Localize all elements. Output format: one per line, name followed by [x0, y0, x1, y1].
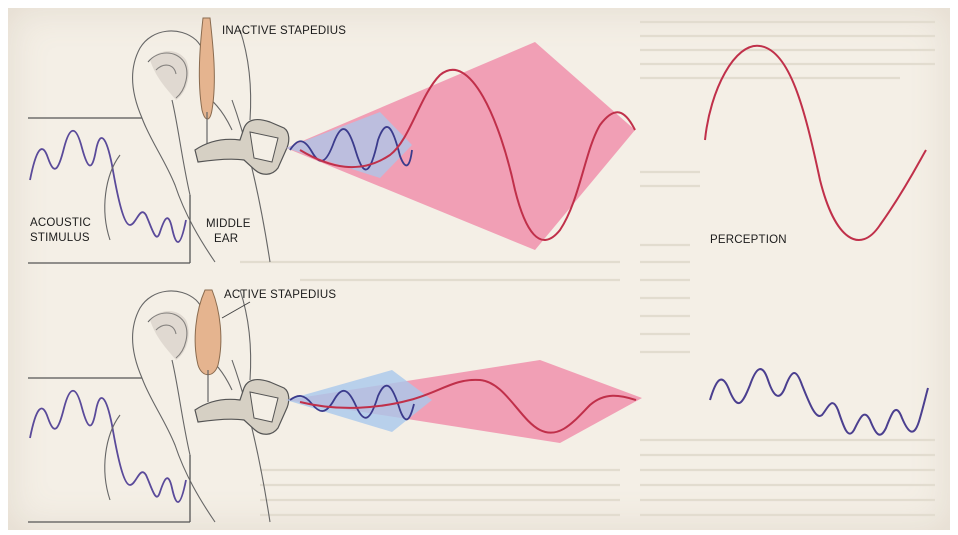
- label-inactive-stapedius: INACTIVE STAPEDIUS: [222, 25, 347, 37]
- ear-illustration-bottom: [104, 289, 271, 523]
- top-stimulus-wave: [29, 129, 187, 243]
- top-perception-wave: [704, 44, 927, 241]
- stapes-bone-top: [194, 118, 290, 175]
- bottom-perception-wave: [709, 368, 929, 436]
- stapedius-muscle-top: [198, 17, 215, 120]
- bottom-pink-cone: [286, 360, 642, 443]
- bottom-stimulus-wave: [29, 389, 187, 503]
- ear-shading-bottom: [150, 311, 189, 360]
- bottom-low-freq-wave: [299, 378, 637, 434]
- bottom-stimulus-frame: [28, 377, 191, 523]
- top-pink-cone: [286, 42, 635, 250]
- label-middle: MIDDLE: [206, 218, 251, 230]
- top-stimulus-frame: [28, 117, 191, 264]
- bottom-blue-cone: [286, 370, 432, 432]
- label-ear: EAR: [214, 233, 239, 245]
- label-acoustic: ACOUSTIC: [30, 217, 92, 229]
- top-low-freq-wave: [299, 68, 636, 241]
- stapedius-muscle-bottom: [194, 289, 222, 376]
- label-perception: PERCEPTION: [710, 234, 787, 246]
- background-text-lines: [240, 20, 935, 517]
- bottom-panel: [28, 289, 929, 523]
- top-high-freq-wave: [289, 126, 413, 171]
- stapes-bone-bottom: [194, 378, 290, 435]
- label-stimulus: STIMULUS: [30, 232, 90, 244]
- ear-illustration-top: [104, 29, 271, 263]
- ear-shading-top: [150, 51, 189, 100]
- label-active-stapedius: ACTIVE STAPEDIUS: [224, 289, 337, 301]
- top-panel: [28, 17, 927, 264]
